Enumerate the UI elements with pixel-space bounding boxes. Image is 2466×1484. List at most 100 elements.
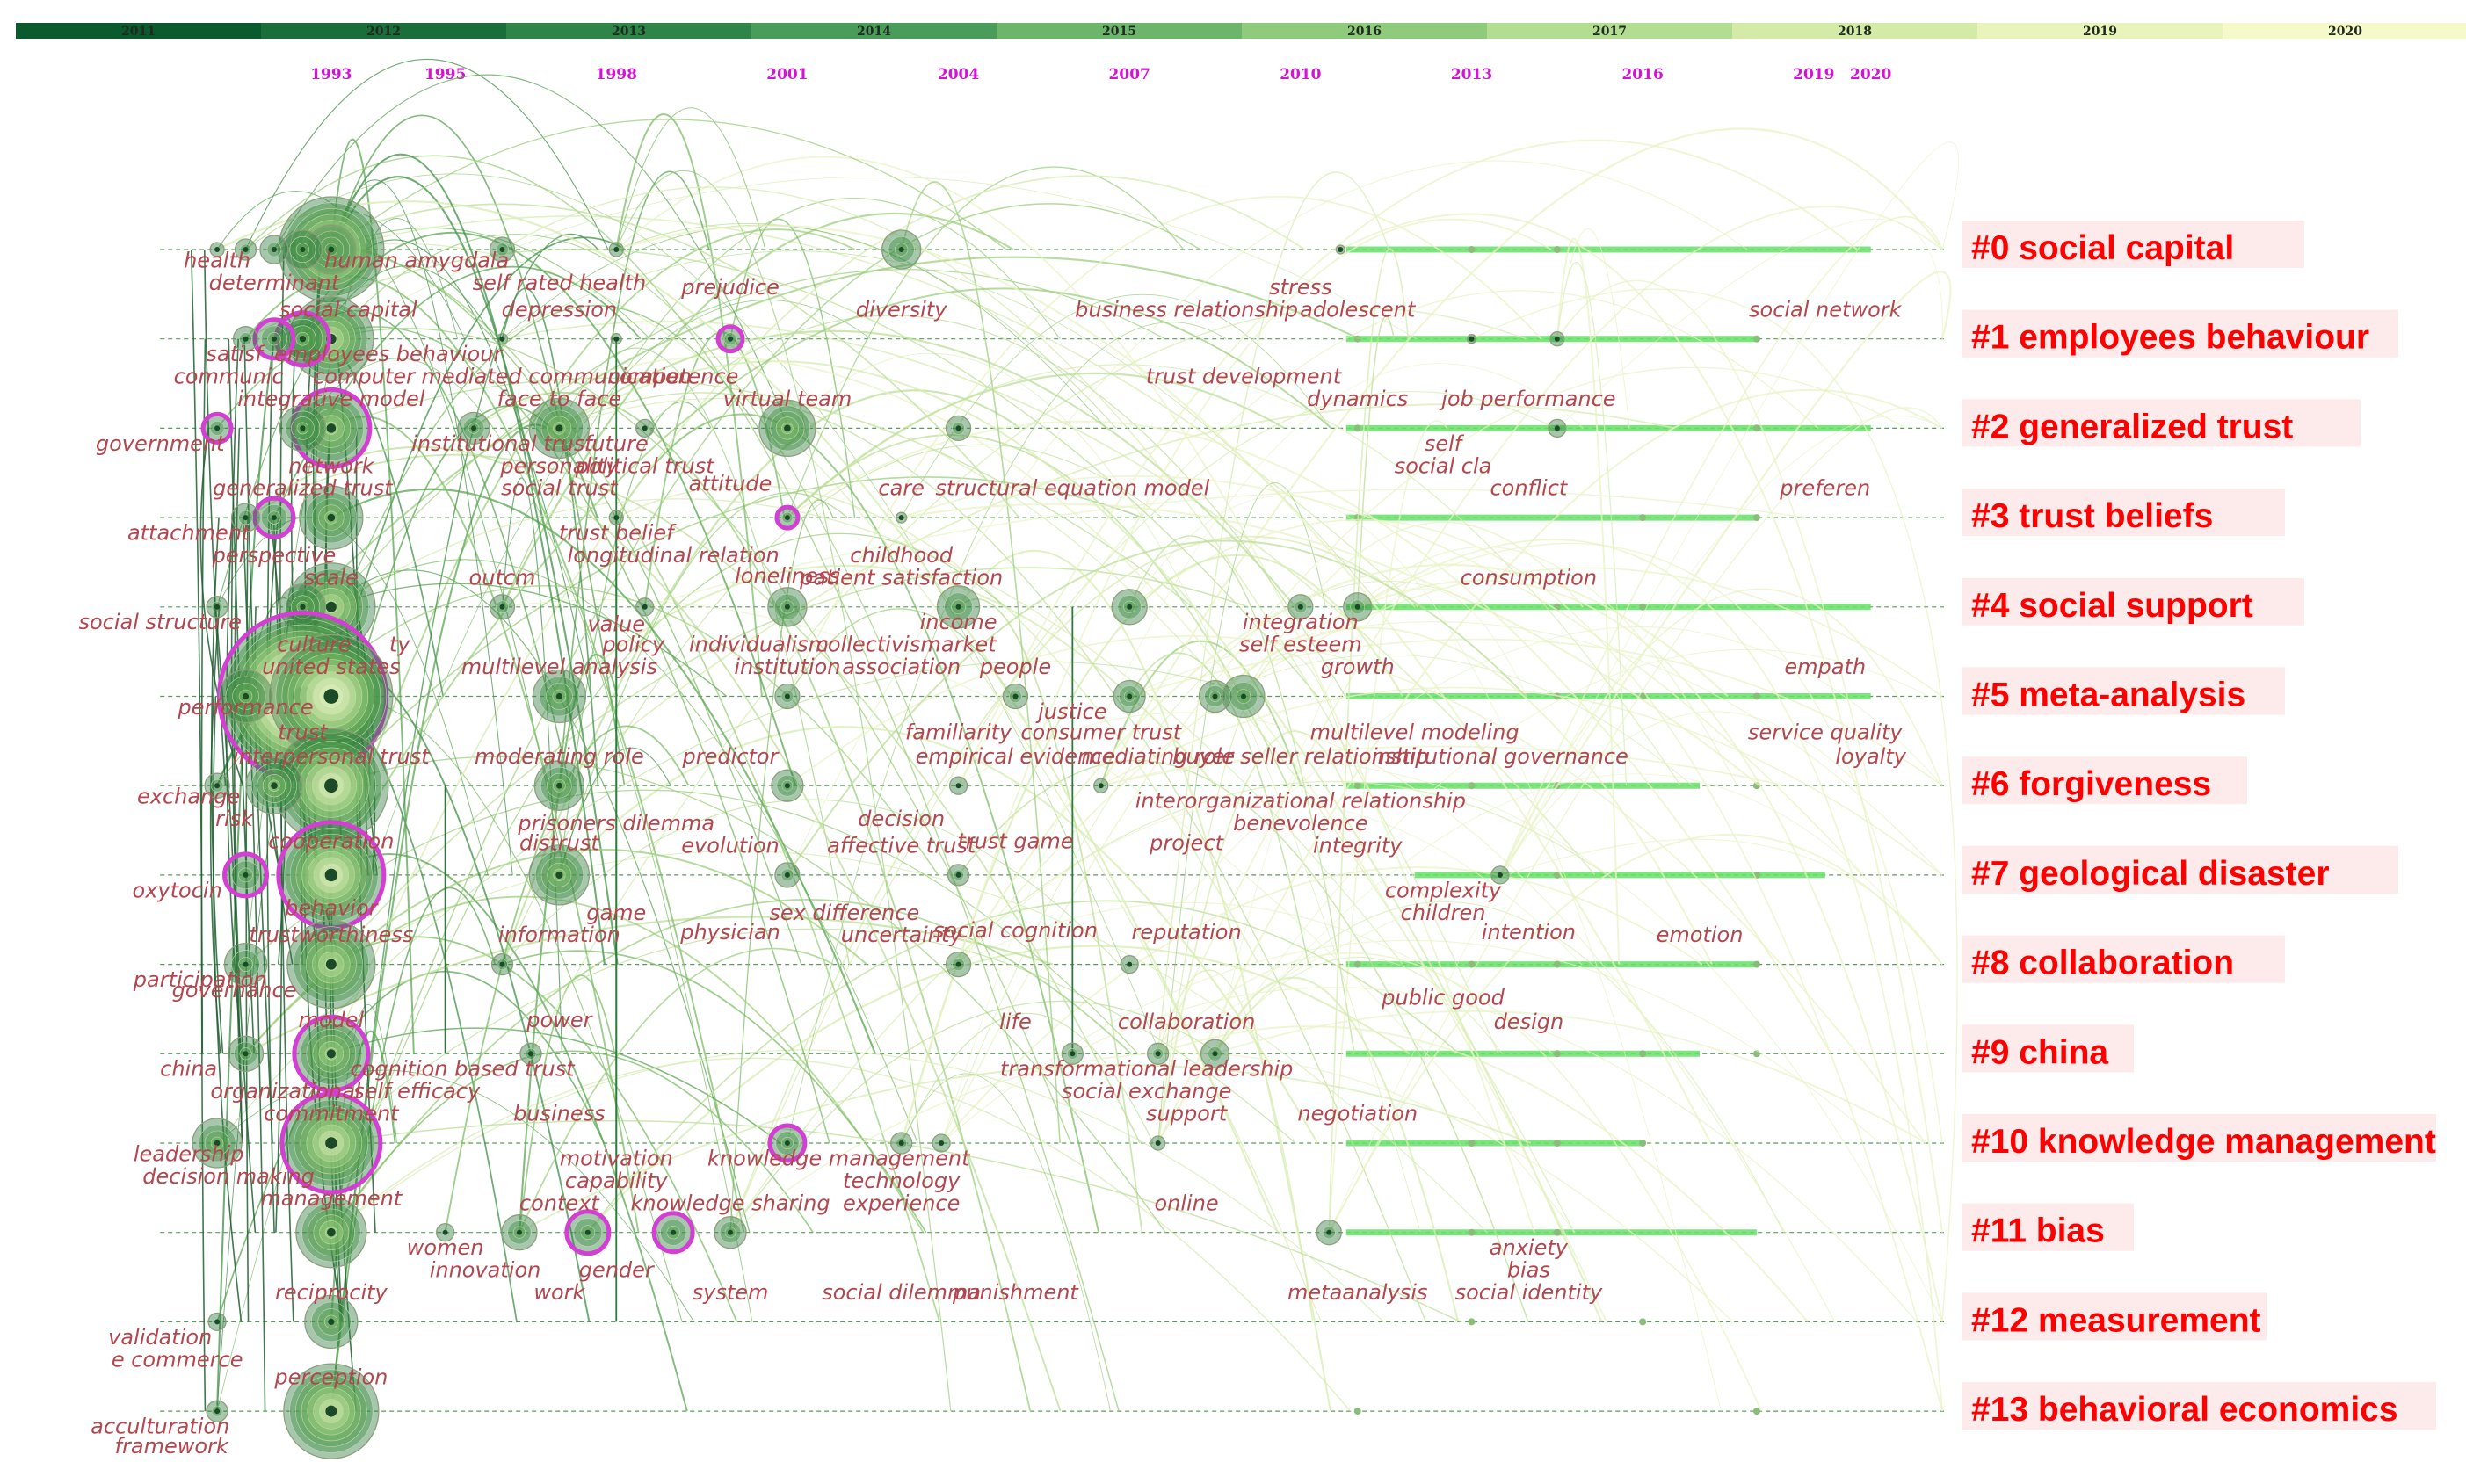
cluster-node xyxy=(457,411,490,445)
citation-link xyxy=(1214,579,1943,1322)
node-core xyxy=(1012,693,1019,699)
citation-link xyxy=(729,1000,1220,1234)
cluster-label-background xyxy=(1962,1203,2134,1251)
citation-link xyxy=(729,499,834,1233)
cluster-node xyxy=(1466,334,1477,344)
cluster-node xyxy=(881,229,922,270)
node-core xyxy=(1297,604,1303,610)
citation-link xyxy=(901,503,1760,787)
cluster-node xyxy=(1343,592,1373,622)
citation-link xyxy=(729,218,856,518)
citation-link xyxy=(245,249,1318,697)
cluster-node xyxy=(252,496,296,539)
term-label: behavior xyxy=(285,896,379,921)
citation-link xyxy=(330,756,1166,1234)
citation-link xyxy=(530,307,1527,1054)
term-label: culture xyxy=(277,633,351,657)
node-core xyxy=(555,692,562,700)
cluster-label-background xyxy=(1962,399,2361,447)
lane-dot xyxy=(1553,871,1561,879)
timeline-year-label: 1993 xyxy=(310,66,352,83)
citation-link xyxy=(301,585,939,876)
term-label: justice xyxy=(1035,699,1106,724)
term-label: knowledge sharing xyxy=(630,1191,830,1215)
cluster-node xyxy=(715,324,745,354)
cluster-label: #4 social support xyxy=(1971,587,2253,625)
cluster-node xyxy=(774,683,801,710)
legend-swatch xyxy=(997,23,1243,39)
node-core xyxy=(271,336,277,342)
citation-link xyxy=(330,175,1305,1054)
cluster-node xyxy=(259,235,289,264)
citation-link xyxy=(615,224,1712,1144)
term-label: model xyxy=(298,1008,364,1032)
cluster-node xyxy=(1198,679,1232,713)
cluster-label: #7 geological disaster xyxy=(1971,855,2330,893)
node-core xyxy=(555,424,563,432)
lane-dot xyxy=(1639,1050,1647,1058)
term-label: work xyxy=(533,1280,585,1305)
citation-link xyxy=(1128,652,1309,965)
citation-link xyxy=(519,1064,1532,1234)
term-label: capability xyxy=(565,1169,668,1193)
node-core xyxy=(327,1227,336,1237)
citation-link xyxy=(1356,315,1395,607)
term-label: self esteem xyxy=(1239,633,1362,657)
node-core xyxy=(784,872,790,878)
term-label: structural equation model xyxy=(935,476,1209,501)
citation-link xyxy=(787,434,1288,786)
citation-link xyxy=(1100,760,1943,1322)
node-core xyxy=(613,515,620,521)
node-core xyxy=(527,1051,533,1057)
term-label: consumer trust xyxy=(1020,720,1182,744)
term-label: knowledge management xyxy=(707,1146,971,1170)
term-label: social cognition xyxy=(933,918,1098,943)
node-core xyxy=(1155,1051,1161,1057)
citation-link xyxy=(1128,626,1943,965)
citation-link xyxy=(330,853,688,1412)
cluster-node xyxy=(200,411,234,445)
term-label: transformational leadership xyxy=(1000,1057,1293,1082)
citation-link xyxy=(330,1057,1352,1412)
cluster-label-background xyxy=(1962,489,2285,537)
term-label: care xyxy=(878,476,925,501)
node-core xyxy=(1469,336,1475,342)
term-label: conflict xyxy=(1490,476,1568,501)
term-label: acculturation xyxy=(91,1415,229,1439)
citation-link xyxy=(330,269,1165,608)
node-core xyxy=(642,425,648,431)
term-label: interorganizational relationship xyxy=(1135,789,1466,814)
citation-link xyxy=(787,420,1832,1054)
citation-link xyxy=(502,186,1499,1054)
term-label: competence xyxy=(608,365,739,389)
burst-segments xyxy=(1345,246,1871,1415)
term-label: social identity xyxy=(1455,1280,1603,1305)
term-label: attitude xyxy=(689,472,772,496)
term-label: prejudice xyxy=(680,275,780,300)
cluster-node xyxy=(564,1209,612,1256)
node-core xyxy=(1155,1140,1161,1146)
cluster-node xyxy=(204,772,230,799)
citation-link xyxy=(254,606,281,876)
term-label: adolescent xyxy=(1300,297,1417,322)
citation-link xyxy=(957,567,1943,966)
cluster-node xyxy=(282,229,323,270)
node-core xyxy=(728,336,734,342)
citation-link xyxy=(330,498,1403,965)
term-label: innovation xyxy=(430,1258,541,1283)
node-core xyxy=(671,1229,677,1235)
cluster-node xyxy=(223,942,268,987)
citation-link xyxy=(1128,535,1355,1054)
cluster-node xyxy=(1222,674,1266,719)
cluster-node xyxy=(273,728,389,843)
cluster-node xyxy=(936,585,981,629)
cluster-node xyxy=(714,1216,747,1249)
cluster-node xyxy=(528,844,591,906)
citation-link xyxy=(226,518,243,1054)
node-core xyxy=(325,1405,337,1417)
citation-link xyxy=(245,453,1141,1144)
term-label: childhood xyxy=(850,543,954,568)
citation-link xyxy=(1157,952,1762,1412)
citation-link xyxy=(901,475,1864,876)
